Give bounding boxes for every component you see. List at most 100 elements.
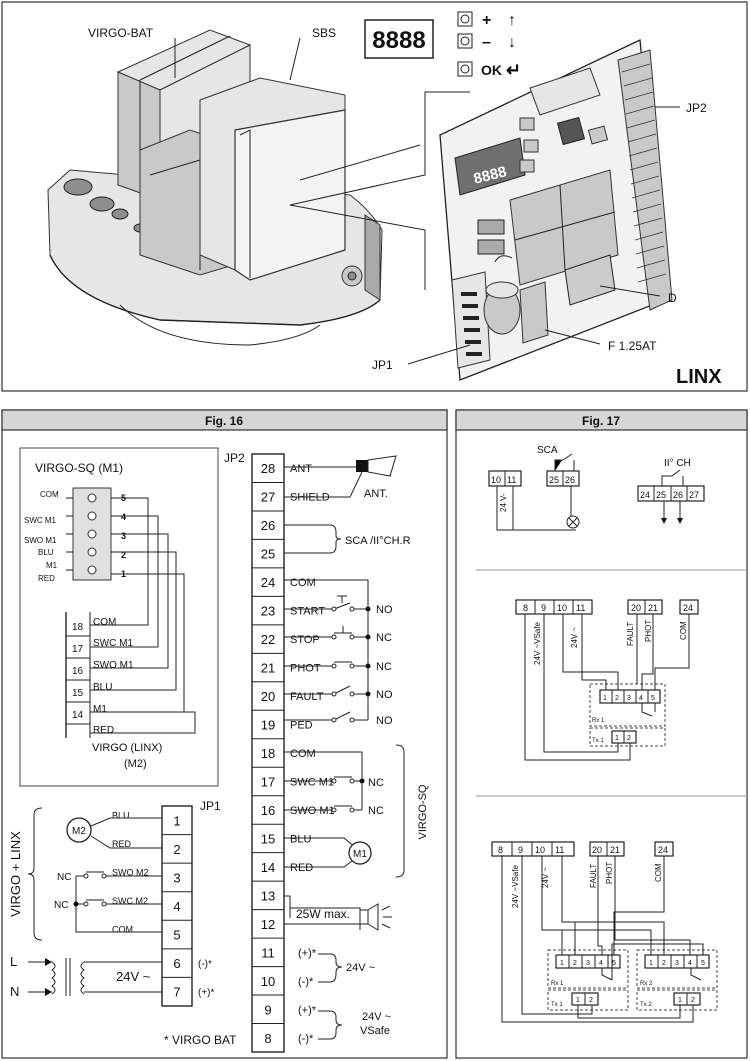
fig17-ch-strip xyxy=(637,469,705,524)
jp2-terminal-18: 18 xyxy=(261,746,275,761)
d1-vsafe: 24V ~VSafe xyxy=(533,622,542,665)
jp1-terminal-3: 3 xyxy=(173,870,180,885)
jp2-label-24: COM xyxy=(290,577,316,589)
d2-rx2-pin-3: 3 xyxy=(675,960,679,967)
d2-term-24: 24 xyxy=(658,845,668,855)
virgo-m2-caption: (M2) xyxy=(124,758,147,770)
virgo-sq-terminal-block xyxy=(66,487,112,581)
jp2-terminal-17: 17 xyxy=(261,774,275,789)
sca-term-26: 26 xyxy=(565,475,575,485)
d2-tx2-pin-2: 2 xyxy=(691,997,695,1004)
sq-term-red-label: RED xyxy=(93,725,114,736)
m1-label: M1 xyxy=(353,849,367,860)
jp2-label-18: COM xyxy=(290,748,316,760)
sq-term-18: 18 xyxy=(72,622,84,633)
d2-rx1-pin-1: 1 xyxy=(560,960,564,967)
virgo-sq-wiring xyxy=(90,497,196,734)
jp2-terminal-27: 27 xyxy=(261,490,275,505)
sq-term-17: 17 xyxy=(72,644,84,655)
jp1-terminal-column xyxy=(161,805,193,1007)
d1-rx-pin-5: 5 xyxy=(651,695,655,702)
sq-term-14: 14 xyxy=(72,710,84,721)
stop-nc: NC xyxy=(376,632,392,644)
ch-term-24: 24 xyxy=(640,490,650,500)
jp2-terminal-15: 15 xyxy=(261,831,275,846)
d2-com: COM xyxy=(654,863,663,882)
jp2-label-9: (+)* xyxy=(298,1004,317,1016)
d1-phot: PHOT xyxy=(644,620,653,642)
m2-label: M2 xyxy=(72,826,86,837)
d2-tx1-pin-1: 1 xyxy=(576,997,580,1004)
motor-m2 xyxy=(66,817,162,849)
sca-term-10: 10 xyxy=(491,475,501,485)
sq-pin-4: 4 xyxy=(121,512,126,522)
jp2-terminal-10: 10 xyxy=(261,974,275,989)
plus-sign: + xyxy=(482,12,491,29)
sq-terminal-column xyxy=(65,612,91,738)
jp2-label-19: PED xyxy=(290,720,313,732)
d-label: D xyxy=(668,291,677,305)
flashing-lamp xyxy=(284,895,392,931)
sq-blu-label: BLU xyxy=(38,548,54,557)
jp1-label-4: SWC M2 xyxy=(112,896,148,906)
jp2-terminal-14: 14 xyxy=(261,860,275,875)
sq-pin-3: 3 xyxy=(121,531,126,541)
jp2-label-14: RED xyxy=(290,862,313,874)
d2-tx1-pin-2: 2 xyxy=(589,997,593,1004)
jp1-fig-label: JP1 xyxy=(200,799,221,813)
jp2-label-27: SHIELD xyxy=(290,492,330,504)
d2-term-9: 9 xyxy=(518,845,523,855)
jp2-terminal-19: 19 xyxy=(261,718,275,733)
jp1-label-1: BLU xyxy=(112,810,130,820)
fig17-sca-strip xyxy=(488,453,580,531)
v24-label: 24V ~ xyxy=(346,962,375,974)
d1-term-11: 11 xyxy=(576,603,585,613)
jp1-label-2: RED xyxy=(112,839,132,849)
d1-term-20: 20 xyxy=(631,603,641,613)
d2-vsafe: 24V ~VSafe xyxy=(511,865,520,908)
jp2-terminal-24: 24 xyxy=(261,575,275,590)
enter-arrow-icon: ↵ xyxy=(506,60,521,80)
n-label: N xyxy=(10,984,19,999)
sq-term-14-label: M1 xyxy=(93,704,107,715)
jp2-label-21: PHOT xyxy=(290,663,321,675)
ok-label: OK xyxy=(481,62,502,78)
d1-com: COM xyxy=(679,621,688,640)
d1-term-21: 21 xyxy=(648,603,658,613)
virgo-sq-title: VIRGO-SQ (M1) xyxy=(35,461,123,475)
fuse-label: F 1.25AT xyxy=(608,339,657,353)
jp1-terminal-6: 6 xyxy=(173,956,180,971)
d2-fault: FAULT xyxy=(589,864,598,888)
jp1-label-5: COM xyxy=(112,925,133,935)
d1-fault: FAULT xyxy=(626,622,635,646)
jp2-label-10: (-)* xyxy=(298,976,314,988)
d2-rx1-pin-2: 2 xyxy=(573,960,577,967)
d2-term-21: 21 xyxy=(610,845,620,855)
jp1-v24-label: 24V ~ xyxy=(116,969,151,984)
sca-label: SCA /II°CH.R xyxy=(345,535,411,547)
jp2-label-28: ANT xyxy=(290,463,312,475)
jp2-terminal-8: 8 xyxy=(264,1031,271,1046)
sca-24v: 24 V- xyxy=(499,493,508,512)
d1-tx-pin-1: 1 xyxy=(615,735,619,742)
fault-no: NO xyxy=(376,689,393,701)
d2-rx1-pin-5: 5 xyxy=(612,960,616,967)
d2-rx2-pin-2: 2 xyxy=(662,960,666,967)
jp2-terminal-12: 12 xyxy=(261,917,275,932)
sq-term-17-label: SWC M1 xyxy=(93,638,133,649)
d1-term-24: 24 xyxy=(683,603,693,613)
jp2-terminal-23: 23 xyxy=(261,604,275,619)
sca-brace xyxy=(284,524,342,554)
jp2-terminal-26: 26 xyxy=(261,518,275,533)
jp2-terminal-16: 16 xyxy=(261,803,275,818)
linx-circuit-board: 8888 xyxy=(439,39,673,381)
sq-term-18-label: COM xyxy=(93,617,116,628)
ch-term-26: 26 xyxy=(673,490,683,500)
start-no: NO xyxy=(376,604,393,616)
sca-term-25: 25 xyxy=(549,475,559,485)
v24safe-label2: VSafe xyxy=(360,1025,390,1037)
jp2-fig-label: JP2 xyxy=(224,451,245,465)
d1-rx-pin-2: 2 xyxy=(615,695,619,702)
d1-rx-pin-4: 4 xyxy=(639,695,643,702)
ch-term-27: 27 xyxy=(689,490,699,500)
